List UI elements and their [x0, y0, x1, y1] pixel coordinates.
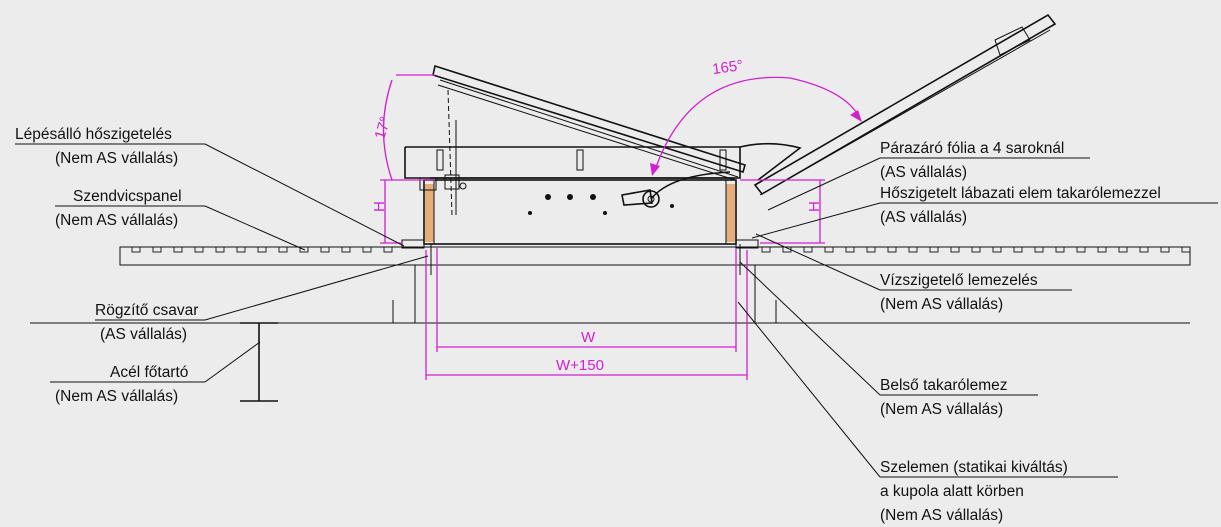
width-dimension-outer — [425, 250, 748, 380]
panel-rib — [887, 246, 897, 253]
label-inner-cover: Belső takarólemez — [880, 377, 1008, 394]
dome-frame — [404, 89, 741, 216]
label-vapour-barrier-scope: (AS vállalás) — [880, 164, 967, 181]
panel-rib — [320, 246, 330, 253]
panel-rib — [761, 246, 771, 253]
panel-rib — [866, 246, 876, 253]
label-sandwich-panel: Szendvicspanel — [73, 188, 182, 205]
panel-rib — [1055, 246, 1065, 253]
insulated-upstand — [401, 179, 759, 275]
label-inner-cover-scope: (Nem AS vállalás) — [880, 401, 1003, 418]
panel-rib — [908, 246, 918, 253]
label-insulated-upstand: Hőszigetelt lábazati elem takarólemezzel — [880, 185, 1161, 202]
dome-lid-tilted — [432, 64, 746, 181]
panel-rib — [803, 246, 813, 253]
panel-rib — [1181, 246, 1191, 253]
height-dimension-right — [740, 179, 825, 244]
width-dimension-inner — [436, 248, 737, 352]
label-steel-beam: Acél főtartó — [110, 364, 188, 381]
panel-rib — [362, 246, 372, 253]
purlin-frame — [392, 265, 777, 323]
panel-rib — [971, 246, 981, 253]
label-purlin: Szelemen (statikai kiváltás) — [880, 459, 1068, 476]
panel-rib — [824, 246, 834, 253]
panel-rib — [173, 246, 183, 253]
panel-rib — [845, 246, 855, 253]
panel-rib — [131, 246, 141, 253]
label-step-insulation: Lépésálló hőszigetelés — [15, 126, 172, 143]
panel-rib — [215, 246, 225, 253]
panel-rib — [950, 246, 960, 253]
panel-rib — [1118, 246, 1128, 253]
label-fixing-screw-scope: (AS vállalás) — [100, 326, 187, 343]
label-step-insulation-scope: (Nem AS vállalás) — [55, 150, 178, 167]
panel-rib — [929, 246, 939, 253]
panel-rib — [152, 246, 162, 253]
label-steel-beam-scope: (Nem AS vállalás) — [55, 388, 178, 405]
panel-rib — [992, 246, 1002, 253]
panel-rib — [1097, 246, 1107, 253]
label-waterproofing: Vízszigetelő lemezelés — [880, 272, 1038, 289]
opening-angle-label: 165° — [711, 57, 744, 78]
label-insulated-upstand-scope: (AS vállalás) — [880, 209, 967, 226]
panel-rib — [341, 246, 351, 253]
width-label-outer: W+150 — [556, 357, 604, 374]
label-waterproofing-scope: (Nem AS vállalás) — [880, 296, 1003, 313]
panel-rib — [299, 246, 309, 253]
label-vapour-barrier: Párazáró fólia a 4 saroknál — [880, 140, 1064, 157]
leader-lines — [15, 143, 1218, 478]
height-label-right: H — [806, 201, 823, 212]
panel-rib — [1076, 246, 1086, 253]
height-label-left: H — [371, 201, 388, 212]
opening-angle-dimension — [650, 76, 862, 176]
steel-main-beam — [240, 322, 278, 402]
actuator-mechanism — [528, 171, 731, 215]
label-sandwich-panel-scope: (Nem AS vállalás) — [55, 212, 178, 229]
panel-rib — [1160, 246, 1170, 253]
tilt-angle-label: 17° — [371, 115, 394, 142]
panel-rib — [1139, 246, 1149, 253]
label-purlin-scope: (Nem AS vállalás) — [880, 507, 1003, 524]
panel-rib — [236, 246, 246, 253]
sandwich-panel — [119, 246, 1191, 266]
width-label-inner: W — [581, 329, 596, 346]
panel-rib — [383, 246, 393, 253]
label-fixing-screw: Rögzítő csavar — [95, 302, 198, 319]
tilt-angle-dimension — [382, 74, 435, 181]
panel-rib — [278, 246, 288, 253]
panel-rib — [257, 246, 267, 253]
panel-rib — [194, 246, 204, 253]
label-purlin-note: a kupola alatt körben — [880, 483, 1024, 500]
dome-lid-open — [739, 13, 1057, 196]
panel-rib — [1034, 246, 1044, 253]
panel-rib — [1013, 246, 1023, 253]
